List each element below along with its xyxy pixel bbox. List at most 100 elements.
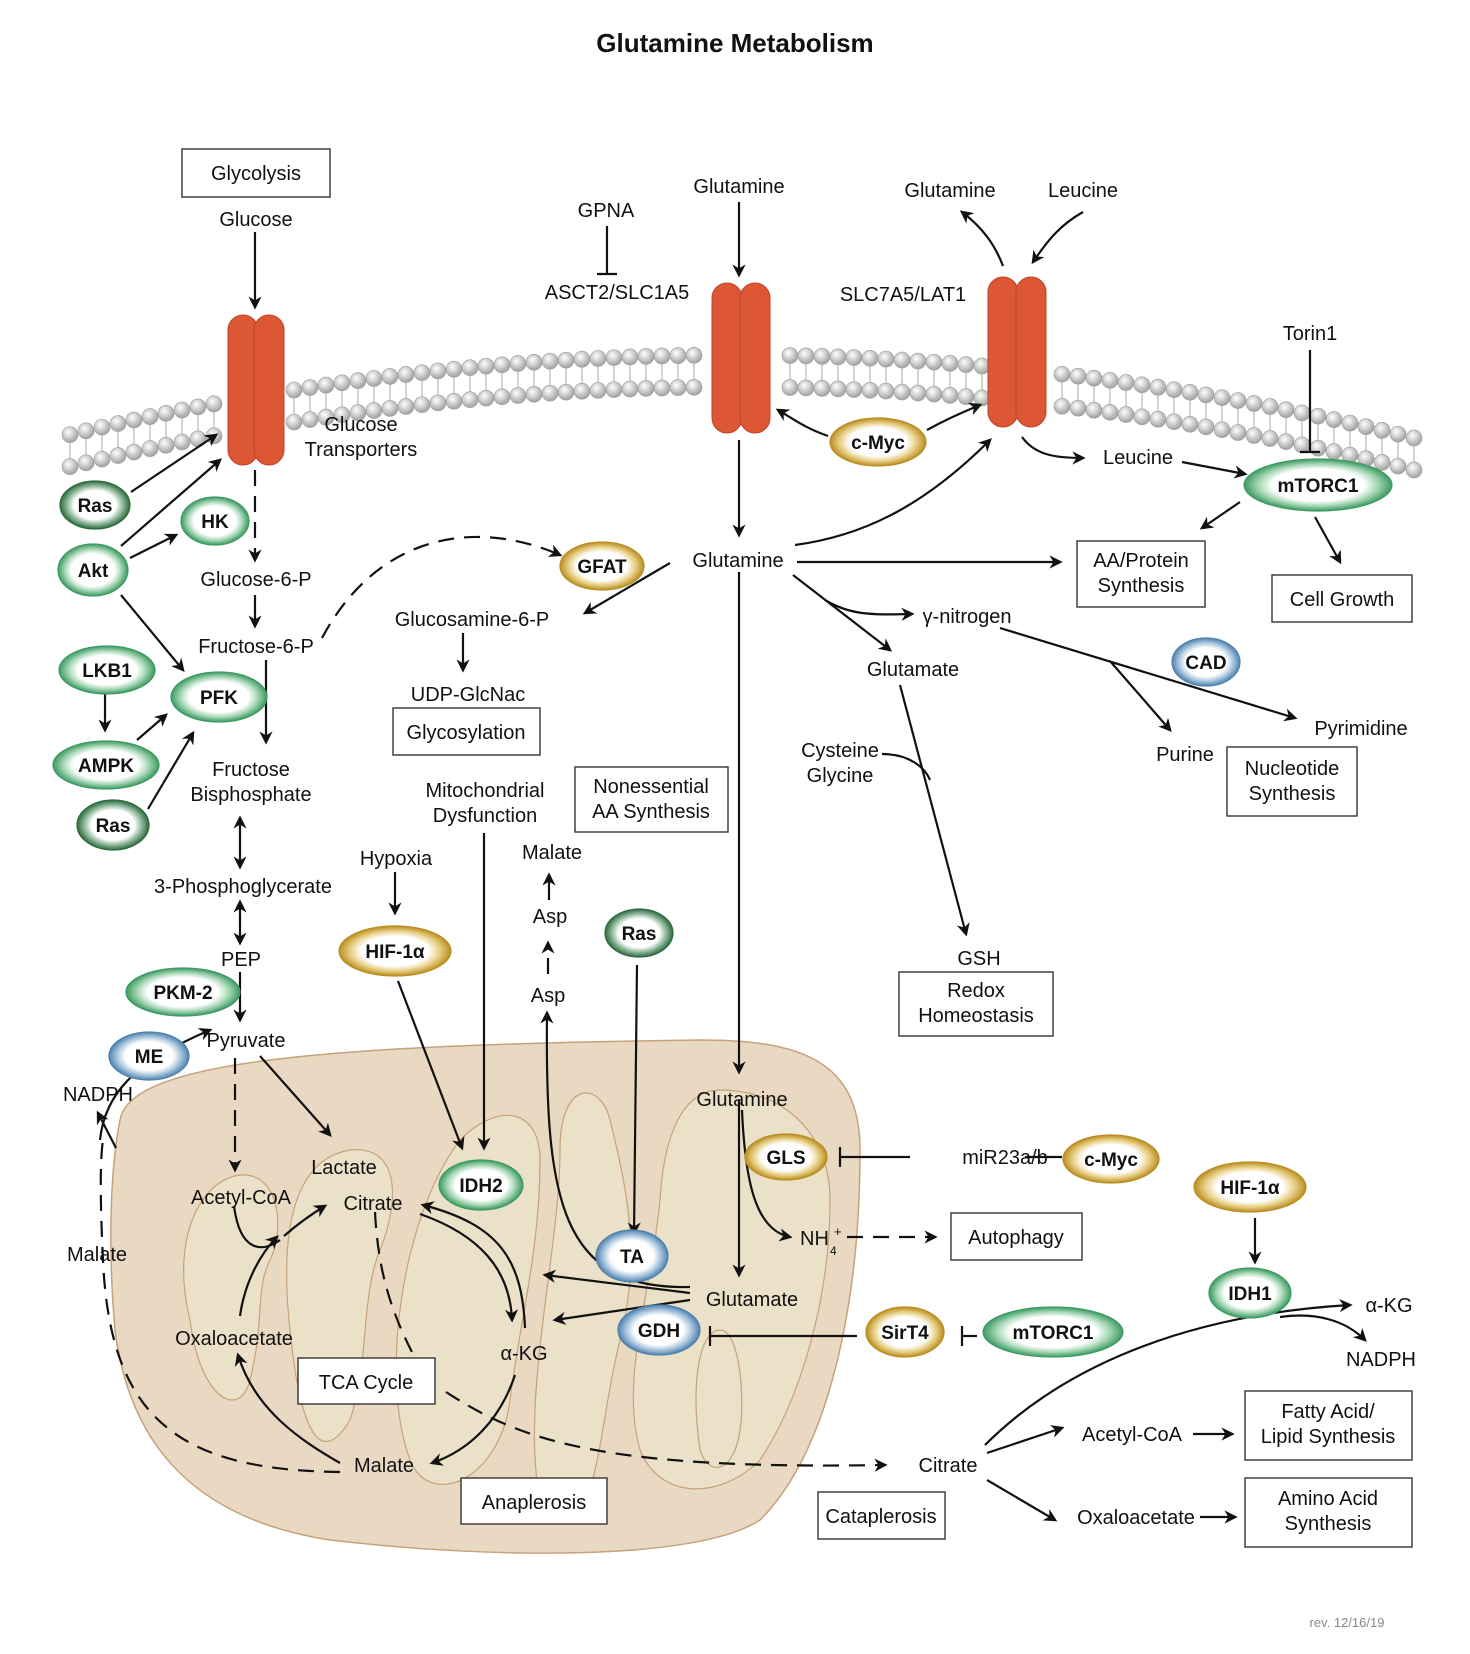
enzyme-mtorc1-bottom: mTORC1 [982, 1306, 1124, 1358]
enzyme-label: LKB1 [82, 661, 132, 682]
lipid-head [1373, 454, 1391, 471]
lipid-head [957, 388, 975, 405]
lipid-head [877, 382, 895, 400]
enzyme-label: GDH [638, 1321, 680, 1342]
lipid-head [525, 353, 543, 371]
label-mir23ab: miR23a/b [962, 1147, 1048, 1169]
enzyme-oval [438, 1159, 524, 1211]
lipid-head [781, 379, 799, 396]
enzyme-mtorc1-top: mTORC1 [1243, 458, 1393, 512]
svg-text:Redox: Redox [947, 980, 1005, 1002]
lipid-head [317, 376, 335, 394]
svg-text:Glycine: Glycine [807, 765, 874, 787]
enzyme-ampk: AMPK [52, 740, 160, 790]
svg-text:Transporters: Transporters [305, 439, 418, 461]
enzyme-label: SirT4 [881, 1323, 929, 1344]
lipid-head [1085, 401, 1103, 419]
enzyme-oval [1208, 1267, 1292, 1319]
enzyme-sirt4: SirT4 [865, 1306, 945, 1358]
lipid-head [925, 385, 943, 403]
lipid-head [1101, 404, 1119, 421]
enzyme-ras2: Ras [76, 799, 150, 851]
svg-text:Glycosylation: Glycosylation [407, 722, 526, 744]
enzyme-gdh: GDH [617, 1304, 701, 1356]
lipid-head [1245, 427, 1263, 444]
enzyme-cad: CAD [1171, 637, 1241, 687]
lipid-head [573, 382, 591, 400]
box-nucleotide-synthesis: Nucleotide Synthesis [1226, 746, 1358, 817]
label-oxaloacetate-mito: Oxaloacetate [175, 1328, 293, 1350]
label-hypoxia: Hypoxia [360, 848, 433, 870]
enzyme-label: HIF-1α [1220, 1178, 1280, 1199]
lipid-head [1101, 372, 1119, 389]
enzyme-label: Ras [622, 924, 657, 945]
lipid-head [1181, 415, 1199, 433]
enzyme-oval [744, 1133, 828, 1181]
lipid-head [941, 355, 959, 372]
enzyme-me: ME [108, 1031, 190, 1081]
label-glutamate-mitochondria: Glutamate [706, 1289, 798, 1311]
lipid-head [669, 379, 687, 396]
lipid-head [1117, 406, 1135, 423]
lipid-head [685, 347, 703, 364]
box-glycolysis: Glycolysis [181, 148, 331, 198]
label-glutamine-mitochondria: Glutamine [696, 1089, 787, 1111]
lipid-head [1293, 404, 1311, 422]
lipid-head [381, 368, 399, 385]
box-glycosylation: Glycosylation [392, 707, 541, 756]
lipid-head [861, 349, 879, 367]
enzyme-oval [595, 1229, 669, 1283]
glucose-transporter [227, 314, 285, 466]
enzyme-label: IDH2 [459, 1176, 502, 1197]
svg-text:Cataplerosis: Cataplerosis [825, 1506, 936, 1528]
enzyme-ta: TA [595, 1229, 669, 1283]
lipid-head [301, 411, 319, 428]
lipid-head [605, 349, 623, 366]
lipid-head [493, 356, 511, 374]
enzyme-oval [76, 799, 150, 851]
lipid-head [685, 379, 703, 396]
enzyme-oval [829, 417, 927, 467]
lipid-head [845, 381, 863, 398]
label-slc7a5-lat1: SLC7A5/LAT1 [840, 284, 966, 306]
lipid-head [93, 450, 111, 468]
enzyme-hif1a-right: HIF-1α [1193, 1161, 1307, 1213]
lipid-head [157, 404, 175, 422]
lipid-head [77, 422, 95, 440]
enzyme-label: CAD [1185, 653, 1226, 674]
enzyme-oval [59, 480, 131, 530]
lipid-head [125, 443, 143, 461]
enzyme-label: Ras [78, 496, 113, 517]
lipid-head [429, 362, 447, 380]
lipid-head [1213, 421, 1231, 438]
lipid-head [829, 380, 847, 398]
svg-text:AA Synthesis: AA Synthesis [592, 801, 710, 823]
lipid-head [1373, 422, 1391, 439]
label-pyruvate: Pyruvate [207, 1030, 286, 1052]
enzyme-oval [57, 543, 129, 597]
asct2-transporter [711, 282, 771, 434]
lipid-head [109, 415, 127, 432]
lipid-head [1085, 369, 1103, 387]
lipid-head [861, 381, 879, 399]
box-aa-protein-synthesis: AA/Protein Synthesis [1076, 540, 1206, 608]
lipid-head [1325, 443, 1343, 460]
enzyme-label: mTORC1 [1013, 1323, 1094, 1344]
lipid-head [285, 381, 303, 399]
lipid-head [621, 348, 639, 366]
enzyme-oval [617, 1304, 701, 1356]
box-tca-cycle: TCA Cycle [297, 1357, 436, 1405]
lipid-head [1213, 389, 1231, 406]
enzyme-oval [865, 1306, 945, 1358]
label-glucose: Glucose [219, 209, 292, 231]
lipid-head [1325, 411, 1343, 428]
lipid-head [477, 389, 495, 407]
lipid-head [813, 380, 831, 397]
lipid-head [941, 387, 959, 404]
lipid-head [1261, 398, 1279, 415]
lipid-head [1069, 399, 1087, 417]
lipid-head [1165, 413, 1183, 430]
lipid-head [541, 384, 559, 402]
lipid-head [477, 357, 495, 375]
label-alpha-kg-cytosol: α-KG [1365, 1295, 1412, 1317]
